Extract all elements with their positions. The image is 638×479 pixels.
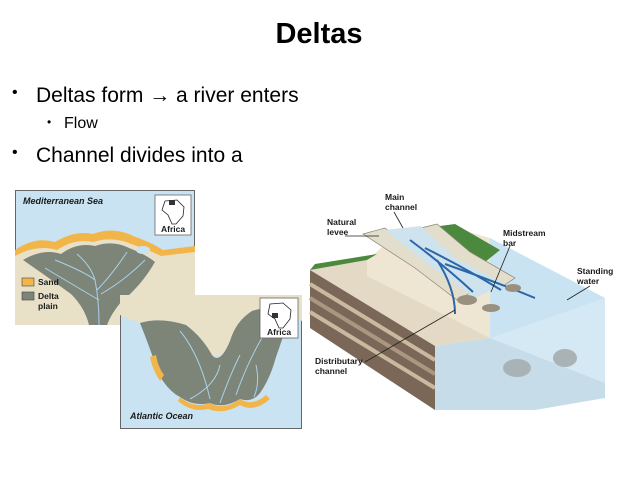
africa-inset: Africa bbox=[154, 194, 192, 236]
sea-label: Mediterranean Sea bbox=[23, 196, 103, 206]
label-midstream-bar: bar bbox=[503, 238, 517, 248]
niger-delta-map: Atlantic Ocean Africa bbox=[120, 295, 302, 429]
bullet-dot: • bbox=[12, 144, 18, 161]
bullet-dot: • bbox=[47, 115, 52, 129]
bullet-deltas-form: • Deltas form → a river enters bbox=[12, 84, 299, 108]
map-legend: Sand Delta plain bbox=[21, 277, 59, 311]
bullet-text: Channel divides into a bbox=[36, 144, 243, 167]
delta-block-diagram: Main channel Natural levee Midstream bar… bbox=[308, 192, 613, 410]
label-standing-water: Standing bbox=[577, 266, 613, 276]
label-midstream-bar: Midstream bbox=[503, 228, 546, 238]
label-distributary-channel: channel bbox=[315, 366, 347, 376]
inset-label: Africa bbox=[267, 327, 291, 337]
sub-bullet-flow: • Flow bbox=[47, 115, 98, 133]
label-natural-levee: Natural bbox=[327, 217, 356, 227]
label-natural-levee: levee bbox=[327, 227, 349, 237]
legend-sand-label: Sand bbox=[38, 277, 59, 287]
label-distributary-channel: Distributary bbox=[315, 356, 363, 366]
bullet-text: Deltas form → a river enters bbox=[36, 84, 299, 107]
bullet-text: Flow bbox=[64, 115, 98, 132]
inset-label: Africa bbox=[161, 224, 185, 234]
legend-delta-label: Delta bbox=[38, 291, 59, 301]
label-standing-water: water bbox=[576, 276, 600, 286]
label-main-channel: Main bbox=[385, 192, 404, 202]
bullet-dot: • bbox=[12, 84, 18, 101]
nile-delta-map: Mediterranean Sea Africa Sand Delta plai… bbox=[15, 190, 195, 325]
africa-inset: Africa bbox=[259, 297, 299, 339]
label-main-channel: channel bbox=[385, 202, 417, 212]
slide-title: Deltas bbox=[275, 18, 363, 50]
ocean-label: Atlantic Ocean bbox=[129, 411, 194, 421]
bullet-channel-divides: • Channel divides into a bbox=[12, 144, 243, 168]
legend-delta-label: plain bbox=[38, 301, 58, 311]
